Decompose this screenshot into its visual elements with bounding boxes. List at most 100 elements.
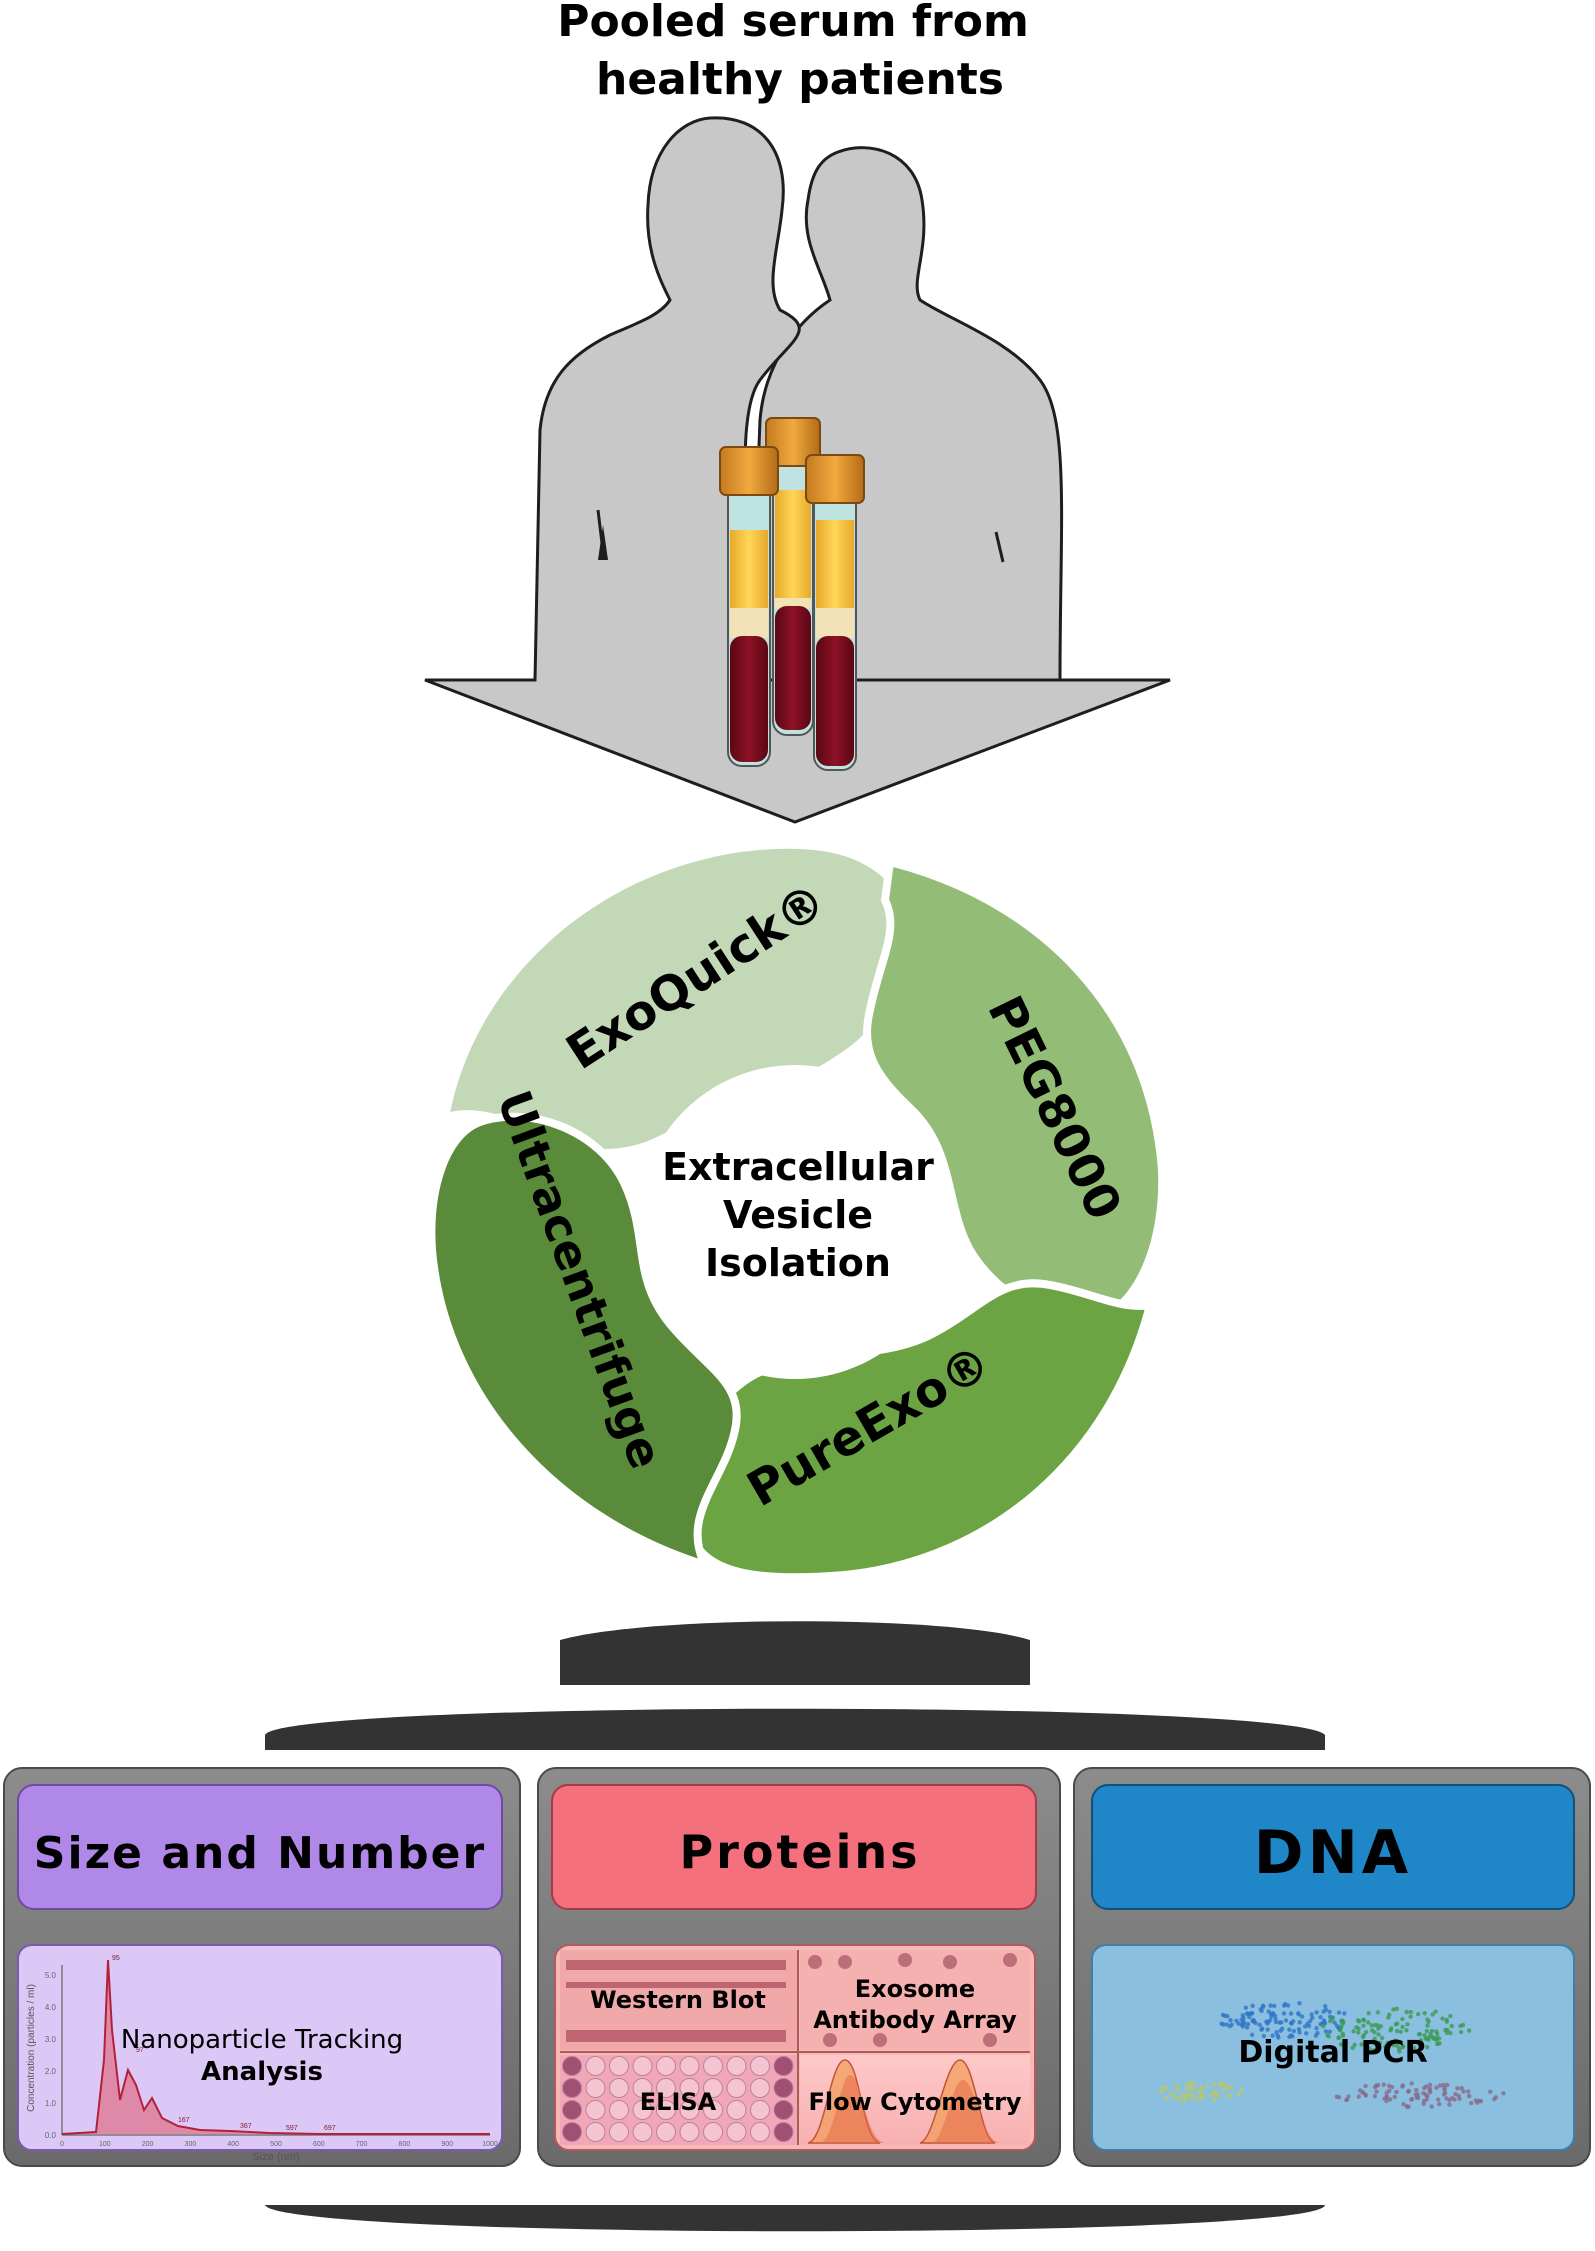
pcr-droplet [1281,2011,1287,2016]
pcr-droplet [1229,2022,1234,2027]
pcr-droplet [1283,2001,1288,2007]
elisa-well [656,2122,676,2142]
pcr-droplet [1488,2089,1493,2094]
pcr-droplet [1221,2081,1226,2086]
pcr-droplet [1344,2097,1349,2103]
pcr-droplet [1175,2087,1180,2093]
pcr-droplet [1371,2038,1376,2044]
pcr-droplet [1459,2085,1464,2091]
pcr-droplet [1440,2016,1445,2021]
pcr-droplet [1430,2012,1435,2017]
pcr-droplet [1314,2026,1319,2031]
digital-pcr-label: Digital PCR [1238,2035,1427,2070]
pcr-droplet [1341,2020,1346,2025]
pcr-droplet [1360,2034,1366,2040]
pcr-droplet [1259,2008,1264,2013]
pcr-droplet [1356,2030,1361,2035]
pcr-droplet [1405,2104,1410,2109]
pcr-droplet [1448,2013,1453,2019]
elisa-well [585,2078,606,2098]
pcr-droplet [1379,2035,1385,2041]
pcr-droplet [1291,2019,1296,2024]
pcr-droplet [1356,2094,1361,2099]
pcr-droplet [1444,2030,1450,2036]
nta-peak-label: 97 [136,2047,144,2054]
elisa-well [773,2122,794,2142]
pcr-droplet [1174,2083,1179,2089]
elisa-label: ELISA [640,2088,717,2116]
pcr-droplet [1386,2083,1392,2088]
pcr-droplet [1417,2031,1422,2037]
pcr-droplet [1163,2085,1168,2091]
pcr-droplet [1340,2033,1346,2038]
pcr-droplet [1351,2029,1356,2034]
pcr-droplet [1433,2009,1438,2014]
nta-ytick: 5.0 [45,1971,57,1980]
pcr-droplet [1422,2032,1427,2038]
pcr-droplet [1372,2084,1378,2090]
pcr-droplet [1175,2096,1180,2101]
pcr-droplet [1469,2100,1474,2106]
title-line-1: Pooled serum from [557,0,1029,47]
pcr-droplet [1400,2083,1406,2088]
elisa-well [585,2122,606,2142]
pcr-droplet [1236,2092,1241,2097]
pcr-droplet [1458,2023,1463,2029]
nta-peak-label: 367 [240,2123,252,2130]
proteins-header [551,1784,1037,1910]
elisa-well [773,2056,794,2076]
array-dot [943,1955,957,1969]
nta-xtick: 0 [60,2141,64,2148]
isolation-ring [427,840,1167,1582]
nta-curve [61,1959,490,2135]
pcr-droplet [1296,2026,1302,2032]
nta-xtick: 200 [142,2141,154,2148]
elisa-well [585,2056,606,2076]
pcr-droplet [1346,2094,1351,2099]
center-label-1: Extracellular [662,1145,934,1189]
pcr-droplet [1401,2044,1406,2049]
blood-tube-icon [719,417,865,771]
dna-panel: DNA Digital PCR [1073,1767,1591,2167]
pcr-droplet [1192,2096,1198,2102]
pcr-droplet [1447,2097,1452,2103]
pcr-droplet [1401,2101,1406,2107]
array-dot [983,2033,997,2047]
pcr-droplet [1342,2011,1347,2016]
elisa-well [703,2100,723,2120]
pcr-droplet [1465,2089,1471,2094]
pcr-droplet [1299,2014,1305,2019]
pcr-droplet [1225,2085,1230,2091]
pcr-droplet [1458,2029,1464,2035]
pcr-droplet [1409,2097,1414,2102]
pcr-droplet [1249,2032,1255,2037]
pcr-droplet [1250,2003,1255,2009]
pcr-droplet [1400,2016,1405,2022]
pcr-droplet [1478,2098,1484,2104]
pcr-droplet [1387,2097,1393,2102]
pcr-droplet [1383,2044,1388,2049]
pcr-droplet [1360,2090,1366,2095]
nta-xtick: 600 [313,2141,325,2148]
pcr-droplet [1394,2089,1399,2095]
pcr-droplet [1168,2091,1173,2096]
pcr-droplet [1455,2086,1460,2091]
pcr-droplet [1186,2086,1191,2092]
pcr-droplet [1244,2025,1250,2030]
pcr-droplet [1305,2021,1310,2026]
pcr-droplet [1182,2096,1188,2101]
elisa-well [703,2056,723,2076]
nta-xtick: 400 [227,2141,239,2148]
pcr-droplet [1409,2081,1414,2086]
pcr-droplet [1384,2094,1389,2099]
pcr-droplet [1445,2082,1450,2088]
pcr-droplet [1296,2011,1301,2016]
pcr-droplet [1164,2095,1169,2100]
pcr-droplet [1261,2033,1267,2039]
elisa-well [656,2078,676,2098]
array-dot [1003,1953,1017,1967]
pcr-droplet [1422,2010,1427,2016]
pcr-droplet [1408,2014,1413,2019]
pcr-droplet [1244,2011,1250,2016]
antibody-array-label-2: Antibody Array [813,2006,1017,2034]
